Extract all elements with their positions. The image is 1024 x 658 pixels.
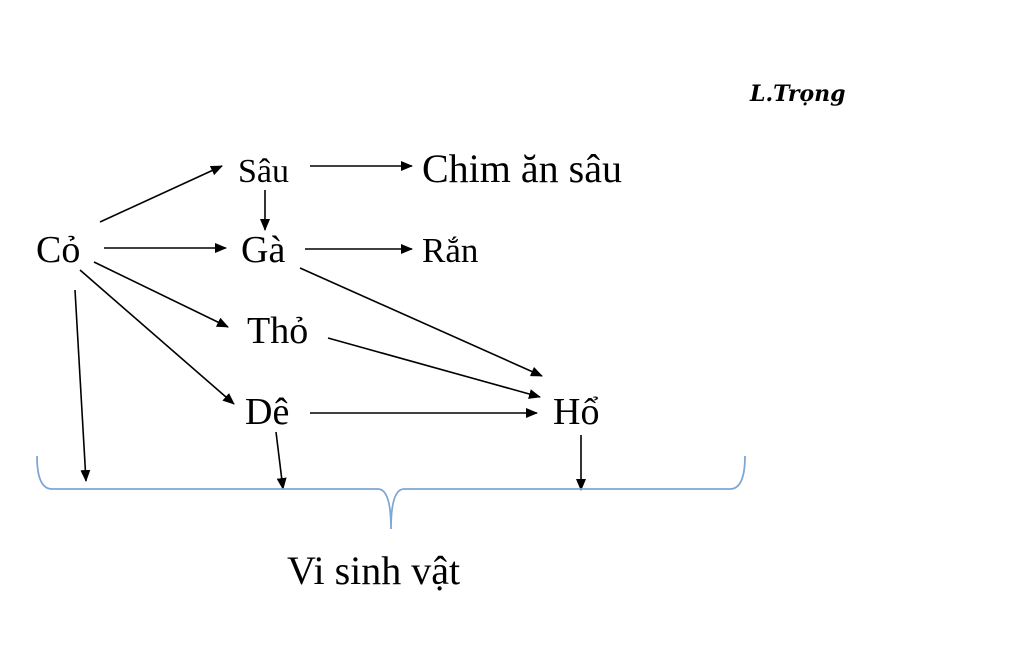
arrow-ga-ho xyxy=(299,267,543,377)
node-co: Cỏ xyxy=(36,229,80,271)
node-vi-sinh-vat: Vi sinh vật xyxy=(287,548,460,593)
arrow-co-tho xyxy=(93,261,229,328)
signature-text: L.Trọng xyxy=(749,81,846,107)
grouping-brace xyxy=(36,455,746,530)
node-tho: Thỏ xyxy=(247,310,308,352)
arrow-co-sau xyxy=(99,165,223,223)
arrow-co-de xyxy=(79,269,235,405)
node-ho: Hổ xyxy=(553,391,599,433)
arrow-de-vi-sinh-vat xyxy=(275,431,287,490)
node-de: Dê xyxy=(245,391,289,433)
arrow-co-vi-sinh-vat xyxy=(74,289,91,482)
arrow-tho-ho xyxy=(327,337,541,399)
node-sau: Sâu xyxy=(238,153,289,190)
node-ran: Rắn xyxy=(422,231,478,270)
node-chim-an-sau: Chim ăn sâu xyxy=(422,146,622,191)
node-ga: Gà xyxy=(241,229,285,271)
